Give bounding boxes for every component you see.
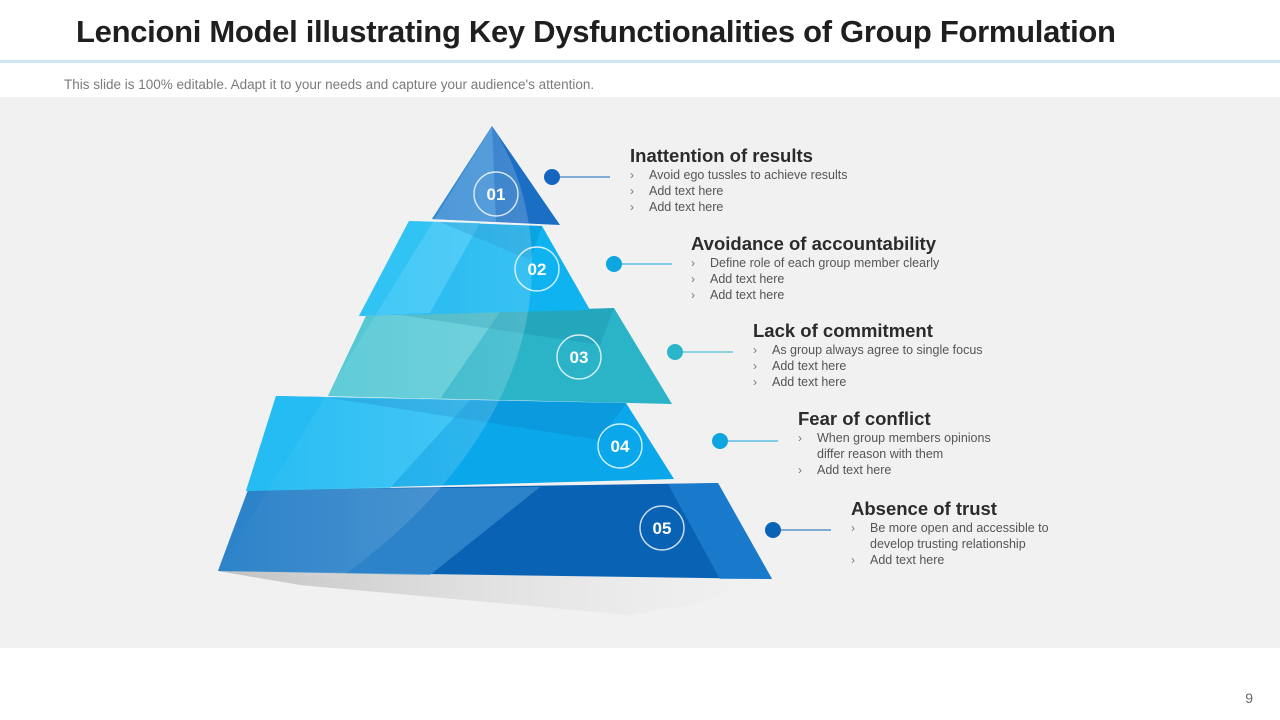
level-title: Inattention of results (630, 145, 813, 166)
page-number: 9 (1245, 690, 1253, 706)
bullet-list: ›Be more open and accessible to develop … (851, 520, 1056, 568)
level-text-02: Avoidance of accountability ›Define role… (691, 233, 939, 303)
level-number-05: 05 (653, 519, 672, 538)
level-title: Fear of conflict (798, 408, 931, 429)
level-badge-01: 01 (473, 171, 519, 217)
level-title: Lack of commitment (753, 320, 933, 341)
bullet-list: ›When group members opinions differ reas… (798, 430, 1003, 478)
bullet-item: ›Add text here (630, 200, 724, 214)
bullet-list: ›As group always agree to single focus ›… (753, 342, 983, 390)
connector-01 (544, 169, 610, 185)
level-text-01: Inattention of results ›Avoid ego tussle… (630, 145, 848, 215)
bullet-item: ›Add text here (753, 375, 847, 389)
slide-subtitle: This slide is 100% editable. Adapt it to… (64, 77, 595, 92)
bullet-item: ›Be more open and accessible to develop … (851, 521, 1049, 551)
connector-02 (606, 256, 672, 272)
slide-title: Lencioni Model illustrating Key Dysfunct… (76, 14, 1116, 49)
bullet-item: ›Add text here (691, 272, 785, 286)
bullet-item: ›As group always agree to single focus (753, 343, 983, 357)
bullet-list: ›Avoid ego tussles to achieve results ›A… (630, 167, 848, 215)
level-text-05: Absence of trust ›Be more open and acces… (851, 498, 1056, 568)
pyramid-shadow (218, 571, 772, 615)
bullet-item: ›Add text here (798, 463, 892, 477)
bullet-item: ›Add text here (753, 359, 847, 373)
level-badge-02: 02 (514, 246, 560, 292)
bullet-item: ›Define role of each group member clearl… (691, 256, 940, 270)
bullet-item: ›Add text here (691, 288, 785, 302)
bullet-item: ›Add text here (630, 184, 724, 198)
level-number-04: 04 (611, 437, 630, 456)
level-title: Absence of trust (851, 498, 997, 519)
connector-03 (667, 344, 733, 360)
level-number-03: 03 (570, 348, 589, 367)
level-text-03: Lack of commitment ›As group always agre… (753, 320, 983, 390)
level-text-04: Fear of conflict ›When group members opi… (798, 408, 1003, 478)
bullet-list: ›Define role of each group member clearl… (691, 255, 939, 303)
level-badge-04: 04 (597, 423, 643, 469)
connector-05 (765, 522, 831, 538)
connector-04 (712, 433, 778, 449)
bullet-item: ›When group members opinions differ reas… (798, 431, 991, 461)
level-number-02: 02 (528, 260, 547, 279)
pyramid-sheen (218, 126, 532, 578)
level-title: Avoidance of accountability (691, 233, 936, 254)
level-number-01: 01 (487, 185, 506, 204)
level-badge-05: 05 (639, 505, 685, 551)
level-badge-03: 03 (556, 334, 602, 380)
bullet-item: ›Avoid ego tussles to achieve results (630, 168, 848, 182)
title-divider (0, 60, 1280, 63)
bullet-item: ›Add text here (851, 553, 945, 567)
